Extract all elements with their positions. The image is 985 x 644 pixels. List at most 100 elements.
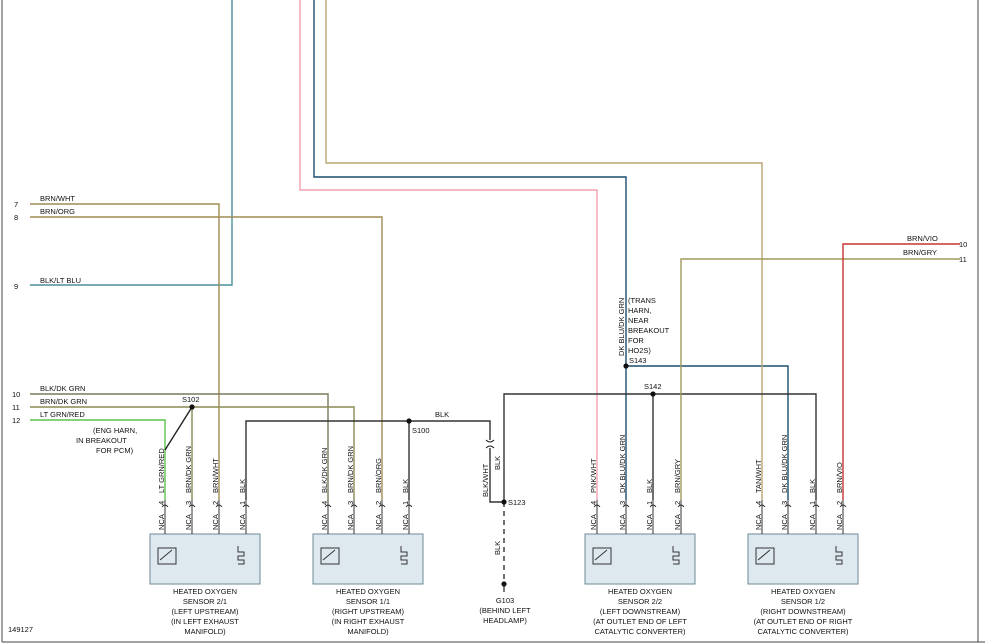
sensor-element-icon (755, 547, 775, 565)
wire-tan-top (325, 0, 763, 500)
heater-icon (400, 546, 408, 565)
sensor-title-line: SENSOR 2/1 (183, 597, 227, 606)
ground-id: G103 (496, 596, 514, 605)
wire-label: LT GRN/RED (40, 410, 85, 419)
splice-s123-label: S123 (508, 498, 526, 507)
right-pin-10: 10 BRN/VIO (907, 234, 967, 249)
ground-desc-line: (BEHIND LEFT (479, 606, 531, 615)
splice-dot-s142 (650, 391, 656, 397)
pin-connector-icon (405, 504, 413, 508)
sensor-nca-label: NCA (238, 514, 247, 530)
sensor-title-line: (IN LEFT EXHAUST (171, 617, 239, 626)
note-line: (TRANS (628, 296, 656, 305)
left-pin-12: 12 LT GRN/RED (12, 410, 85, 425)
pin-connector-icon (378, 504, 386, 508)
sensor-wire-name: BLK (401, 479, 410, 493)
sensor-nca-label: NCA (673, 514, 682, 530)
sensor-wire-name: BRN/ORG (374, 458, 383, 493)
wire-blk-dk-grn (30, 393, 329, 500)
note-line: FOR (628, 336, 644, 345)
pin-number: 11 (12, 403, 20, 412)
ground-g103: G103 (BEHIND LEFT HEADLAMP) (479, 596, 531, 625)
pin-connector-icon (242, 504, 250, 508)
wire-label: BRN/DK GRN (40, 397, 87, 406)
sensor-nca-label: NCA (401, 514, 410, 530)
blk-ground-wire-label: BLK (493, 541, 502, 555)
sensor-body (747, 533, 859, 585)
pin-number: 11 (959, 255, 967, 264)
sensor-title-line: HEATED OXYGEN (173, 587, 237, 596)
wires (30, 0, 960, 592)
sensor-title-line: CATALYTIC CONVERTER) (757, 627, 849, 636)
splice-dot-s100 (406, 418, 412, 424)
blk-wire-label: BLK (435, 410, 449, 419)
sensor-nca-label: NCA (211, 514, 220, 530)
sensor-wire-name: BLK (238, 479, 247, 493)
sensor-body (149, 533, 261, 585)
pin-number: 8 (14, 213, 18, 222)
left-pin-7: 7 BRN/WHT (14, 194, 75, 209)
sensor-wire-name: DK BLU/DK GRN (618, 435, 627, 493)
sensor-title-line: SENSOR 2/2 (618, 597, 662, 606)
sensor-pin-number: 1 (401, 501, 410, 505)
note-line: IN BREAKOUT (76, 436, 127, 445)
sensor-title-line: (LEFT UPSTREAM) (172, 607, 239, 616)
pin-number: 7 (14, 200, 18, 209)
sensor-title-line: CATALYTIC CONVERTER) (594, 627, 686, 636)
splice-s143-label: S143 (629, 356, 647, 365)
sensor-nca-label: NCA (157, 514, 166, 530)
sensor-pin-number: 2 (673, 501, 682, 505)
pin-number: 10 (12, 390, 20, 399)
figure-id: 149127 (8, 625, 33, 634)
heater-icon (672, 546, 680, 565)
wire-brn-dk-grn (30, 406, 355, 500)
wire-blk-wht (489, 448, 504, 503)
sensor-title-line: (RIGHT DOWNSTREAM) (760, 607, 846, 616)
sensor-body (312, 533, 424, 585)
sensor-pin-number: 3 (618, 501, 627, 505)
pin-connector-icon (593, 504, 601, 508)
sensor-title-line: SENSOR 1/2 (781, 597, 825, 606)
pin-connector-icon (215, 504, 223, 508)
pin-connector-icon (324, 504, 332, 508)
s143-wire-label: DK BLU/DK GRN (617, 298, 626, 356)
sensor-pin-number: 1 (238, 501, 247, 505)
splice-s142-label: S142 (644, 382, 662, 391)
sensor-pin-number: 1 (808, 501, 817, 505)
wire-blk-s100 (245, 420, 491, 500)
blk-wire-label-s123: BLK (493, 456, 502, 470)
sensor-title-line: (IN RIGHT EXHAUST (332, 617, 405, 626)
left-pin-10: 10 BLK/DK GRN (12, 384, 85, 399)
left-pin-9: 9 BLK/LT BLU (14, 276, 81, 291)
sensor-wire-name: TAN/WHT (754, 459, 763, 493)
wire-label: BRN/WHT (40, 194, 75, 203)
sensor-pin-number: 1 (645, 501, 654, 505)
pin-connector-icon (188, 504, 196, 508)
wire-label: BLK/DK GRN (40, 384, 85, 393)
left-pin-8: 8 BRN/ORG (14, 207, 75, 222)
sensor-wire-name: BLK/DK GRN (320, 448, 329, 493)
sensor-title-line: MANIFOLD) (184, 627, 226, 636)
sensor-nca-label: NCA (320, 514, 329, 530)
pin-number: 10 (959, 240, 967, 249)
wire-top-teal (30, 0, 233, 286)
pin-connector-icon (839, 504, 847, 508)
sensor-title-line: (LEFT DOWNSTREAM) (600, 607, 681, 616)
pin-connector-icon (622, 504, 630, 508)
pin-connector-icon (161, 504, 169, 508)
note-line: FOR PCM) (96, 446, 134, 455)
sensor-wire-name: BLK (645, 479, 654, 493)
pin-connector-icon (784, 504, 792, 508)
pin-number: 9 (14, 282, 18, 291)
wire-brn-org (30, 216, 383, 500)
note-line: BREAKOUT (628, 326, 670, 335)
sensor-title-line: HEATED OXYGEN (771, 587, 835, 596)
wire-label: BRN/ORG (40, 207, 75, 216)
sensor-wire-name: BLK (808, 479, 817, 493)
wire-s102-tick (164, 406, 193, 451)
right-pin-11: 11 BRN/GRY (903, 248, 967, 264)
